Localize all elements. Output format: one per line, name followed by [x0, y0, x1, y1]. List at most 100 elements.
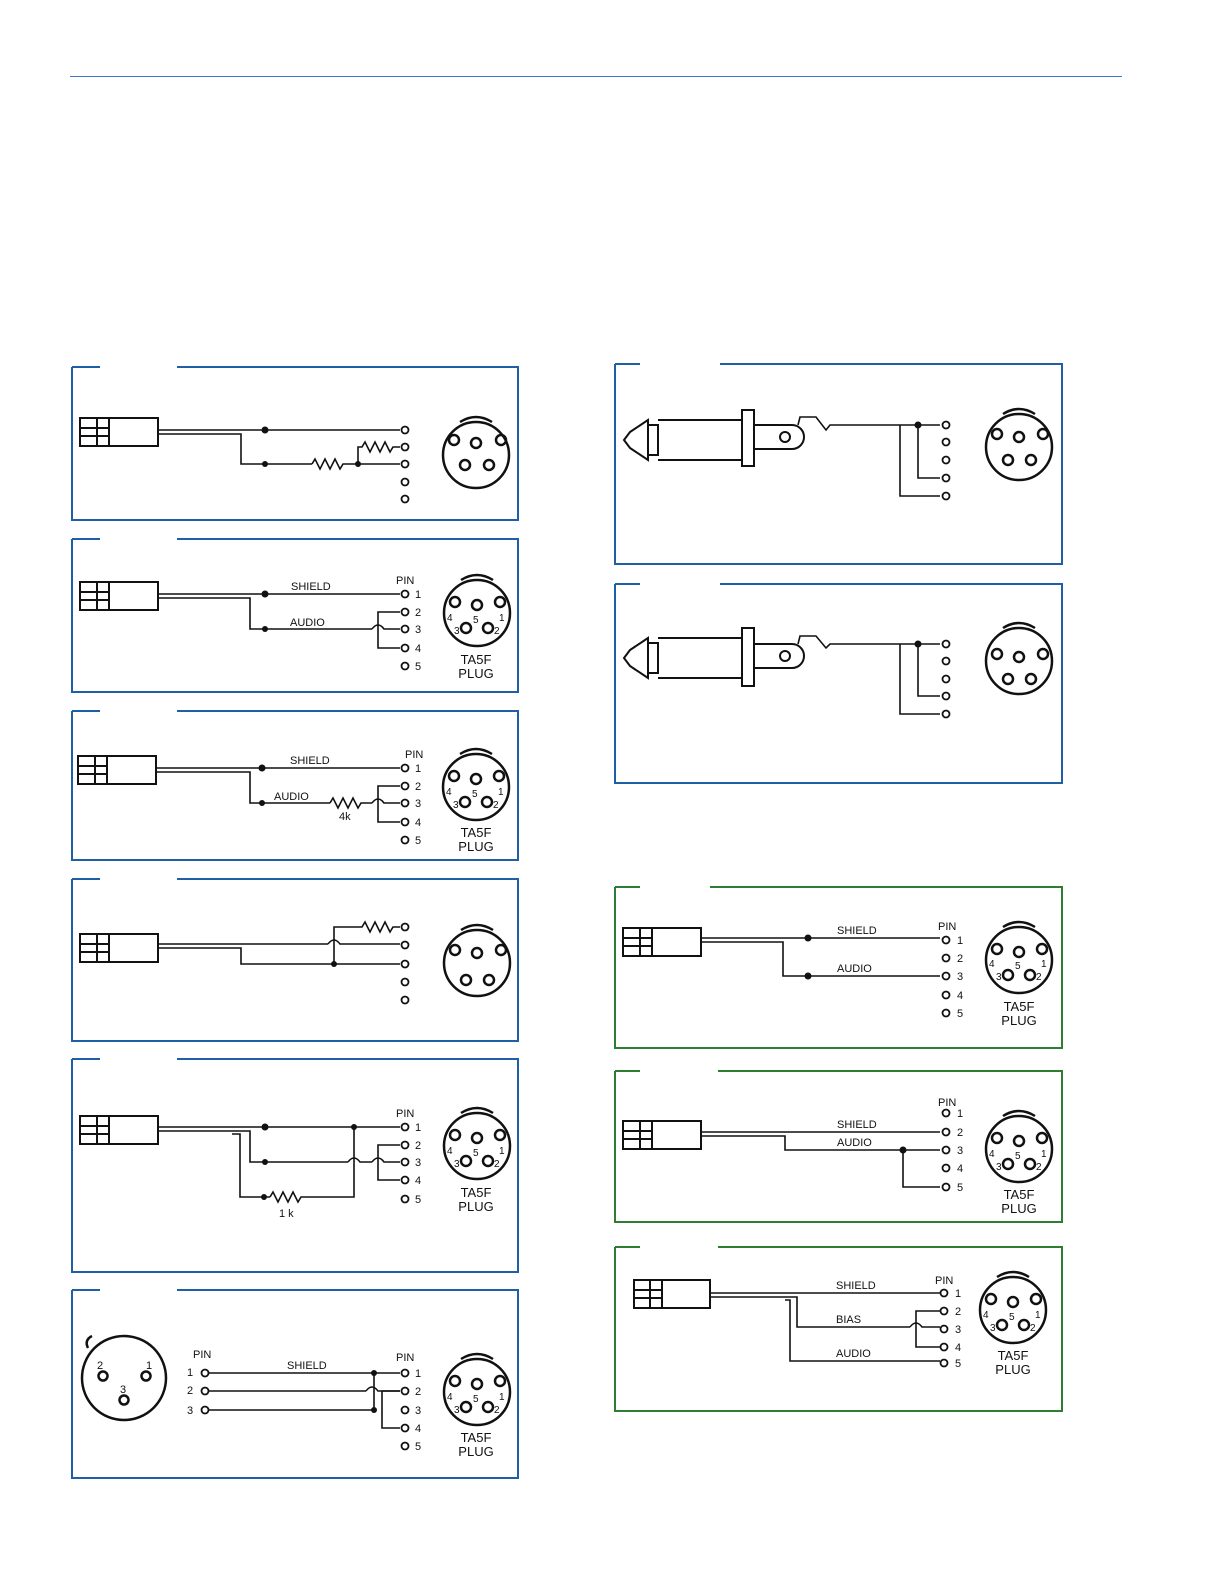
svg-text:4: 4 — [989, 1149, 995, 1160]
plug-label: PLUG — [1001, 1013, 1036, 1028]
svg-text:5: 5 — [473, 615, 479, 626]
mini-plug-icon — [79, 417, 159, 447]
pin-number: 4 — [957, 1163, 963, 1175]
svg-text:3: 3 — [990, 1323, 996, 1334]
panel-right-1 — [614, 363, 1063, 565]
plug-label: PLUG — [1001, 1201, 1036, 1216]
mini-plug-icon — [622, 1120, 702, 1150]
svg-text:2: 2 — [494, 1159, 500, 1170]
ta5f-connector-icon — [442, 1106, 512, 1181]
plug-label: PLUG — [458, 1199, 493, 1214]
pin-number: 5 — [955, 1358, 961, 1370]
mini-plug-icon — [622, 927, 702, 957]
ta5f-connector-icon — [978, 1270, 1048, 1345]
pin-number: 3 — [415, 798, 421, 810]
svg-text:3: 3 — [120, 1384, 126, 1396]
svg-text:2: 2 — [494, 1405, 500, 1416]
svg-text:3: 3 — [454, 1159, 460, 1170]
svg-text:4: 4 — [989, 959, 995, 970]
ta5f-connector-icon — [984, 920, 1054, 995]
pin-number: 1 — [415, 1368, 421, 1380]
svg-text:4: 4 — [446, 787, 452, 798]
pin-header: PIN — [405, 749, 423, 761]
ta5f-connector-icon — [984, 1109, 1054, 1184]
mini-plug-icon — [79, 933, 159, 963]
pin-number: 4 — [415, 1175, 421, 1187]
svg-text:4: 4 — [447, 1146, 453, 1157]
pin-number: 1 — [957, 1108, 963, 1120]
quarter-inch-plug-icon — [622, 409, 805, 467]
xlr-pin-number: 1 — [187, 1367, 193, 1379]
svg-text:5: 5 — [1009, 1312, 1015, 1323]
pin-number: 1 — [415, 589, 421, 601]
pin-number: 4 — [957, 990, 963, 1002]
shield-label: SHIELD — [837, 925, 877, 937]
svg-text:3: 3 — [453, 800, 459, 811]
svg-text:2: 2 — [1036, 1162, 1042, 1173]
plug-label: PLUG — [995, 1362, 1030, 1377]
panel-right-2 — [614, 583, 1063, 784]
pin-number: 2 — [955, 1306, 961, 1318]
pin-number: 5 — [415, 1441, 421, 1453]
pin-number: 3 — [957, 1145, 963, 1157]
svg-text:5: 5 — [1015, 1151, 1021, 1162]
svg-text:3: 3 — [454, 626, 460, 637]
mini-plug-icon — [79, 1115, 159, 1145]
svg-text:3: 3 — [996, 1162, 1002, 1173]
pin-number: 3 — [415, 1157, 421, 1169]
xlr-pin-header: PIN — [193, 1349, 211, 1361]
resistor-value: 1 k — [279, 1208, 294, 1220]
ta5f-label: TA5F — [461, 1430, 492, 1445]
pin-number: 2 — [415, 781, 421, 793]
shield-label: SHIELD — [291, 581, 331, 593]
audio-label: AUDIO — [837, 963, 872, 975]
svg-text:2: 2 — [493, 800, 499, 811]
svg-text:2: 2 — [1036, 972, 1042, 983]
shield-label: SHIELD — [290, 755, 330, 767]
pin-number: 5 — [957, 1182, 963, 1194]
svg-text:5: 5 — [1015, 961, 1021, 972]
pin-header: PIN — [396, 1352, 414, 1364]
pin-number: 2 — [415, 607, 421, 619]
audio-label: AUDIO — [290, 617, 325, 629]
svg-text:1: 1 — [1035, 1310, 1041, 1321]
svg-text:4: 4 — [447, 1392, 453, 1403]
svg-text:4: 4 — [983, 1310, 989, 1321]
ta5f-label: TA5F — [1004, 999, 1035, 1014]
pin-number: 2 — [957, 1127, 963, 1139]
resistor-value: 4k — [339, 811, 351, 823]
xlr-pin-number: 2 — [187, 1385, 193, 1397]
mini-plug-icon — [79, 581, 159, 611]
svg-text:1: 1 — [499, 1392, 505, 1403]
pin-header: PIN — [396, 575, 414, 587]
svg-text:5: 5 — [473, 1394, 479, 1405]
pin-number: 4 — [415, 817, 421, 829]
pin-number: 1 — [415, 763, 421, 775]
ta5f-connector-icon — [984, 621, 1054, 696]
svg-text:1: 1 — [498, 787, 504, 798]
ta5f-label: TA5F — [1004, 1187, 1035, 1202]
shield-label: SHIELD — [837, 1119, 877, 1131]
plug-label: PLUG — [458, 1444, 493, 1459]
svg-text:3: 3 — [454, 1405, 460, 1416]
plug-label: PLUG — [458, 839, 493, 854]
svg-text:1: 1 — [499, 1146, 505, 1157]
svg-text:1: 1 — [1041, 1149, 1047, 1160]
mini-plug-icon — [633, 1279, 711, 1309]
ta5f-connector-icon — [984, 407, 1054, 482]
svg-text:4: 4 — [447, 613, 453, 624]
pin-header: PIN — [938, 1097, 956, 1109]
pin-number: 3 — [415, 624, 421, 636]
pin-number: 5 — [415, 835, 421, 847]
pin-header: PIN — [935, 1275, 953, 1287]
xlr-pin-number: 3 — [187, 1405, 193, 1417]
panel-left-4 — [71, 878, 519, 1042]
